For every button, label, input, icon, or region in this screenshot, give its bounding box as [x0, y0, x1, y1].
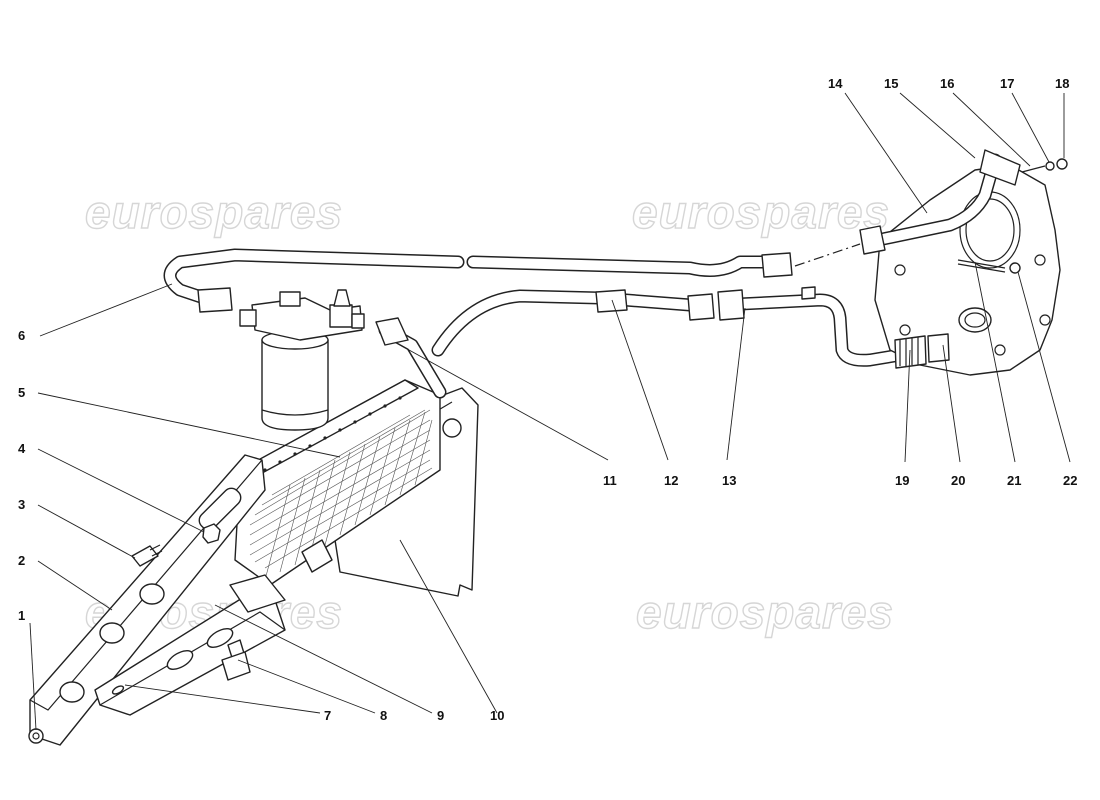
- oil-filter: [261, 339, 329, 431]
- oil-pipe-13: [733, 293, 907, 367]
- callout-6: 6: [18, 328, 25, 343]
- callout-21: 21: [1007, 473, 1021, 488]
- callout-2: 2: [18, 553, 25, 568]
- callout-1: 1: [18, 608, 25, 623]
- stud-21: [957, 259, 1006, 269]
- flange-15: [979, 149, 1021, 186]
- callout-7: 7: [324, 708, 331, 723]
- oil-cooler-assembly: [28, 379, 479, 746]
- callout-14: 14: [828, 76, 843, 91]
- callout-13: 13: [722, 473, 736, 488]
- bolt-3: [131, 545, 159, 567]
- stud-17: [1021, 165, 1046, 173]
- cooler-mesh: [249, 409, 433, 581]
- oil-filter-assembly: [239, 289, 365, 431]
- callout-22: 22: [1063, 473, 1077, 488]
- callout-4: 4: [18, 441, 26, 456]
- washer-17: [1045, 161, 1055, 171]
- callout-19: 19: [895, 473, 909, 488]
- nut-1: [28, 728, 44, 744]
- alignment-line: [794, 243, 861, 267]
- oil-pipes: [163, 248, 907, 399]
- callout-5: 5: [18, 385, 25, 400]
- leader-lines: [29, 92, 1071, 731]
- callout-labels: 1 2 3 4 5 6 7 8 9 10 11 12 13 14 15 16 1…: [18, 76, 1077, 723]
- callout-8: 8: [380, 708, 387, 723]
- callout-3: 3: [18, 497, 25, 512]
- callout-17: 17: [1000, 76, 1014, 91]
- watermark-top-left: eurospares: [85, 186, 343, 238]
- nut-18: [1056, 158, 1068, 170]
- callout-18: 18: [1055, 76, 1069, 91]
- watermark-top-right: eurospares: [632, 186, 890, 238]
- fitting-14: [859, 225, 886, 255]
- callout-12: 12: [664, 473, 678, 488]
- watermark-bottom-right: eurospares: [636, 586, 894, 638]
- callout-20: 20: [951, 473, 965, 488]
- fitting-20: [927, 333, 950, 363]
- callout-11: 11: [603, 473, 617, 488]
- nut-4: [202, 523, 221, 544]
- callout-15: 15: [884, 76, 898, 91]
- callout-9: 9: [437, 708, 444, 723]
- retaining-plate: [229, 574, 286, 613]
- engine-cover: [859, 149, 1068, 376]
- callout-16: 16: [940, 76, 954, 91]
- nut-22: [1009, 262, 1021, 274]
- callout-10: 10: [490, 708, 504, 723]
